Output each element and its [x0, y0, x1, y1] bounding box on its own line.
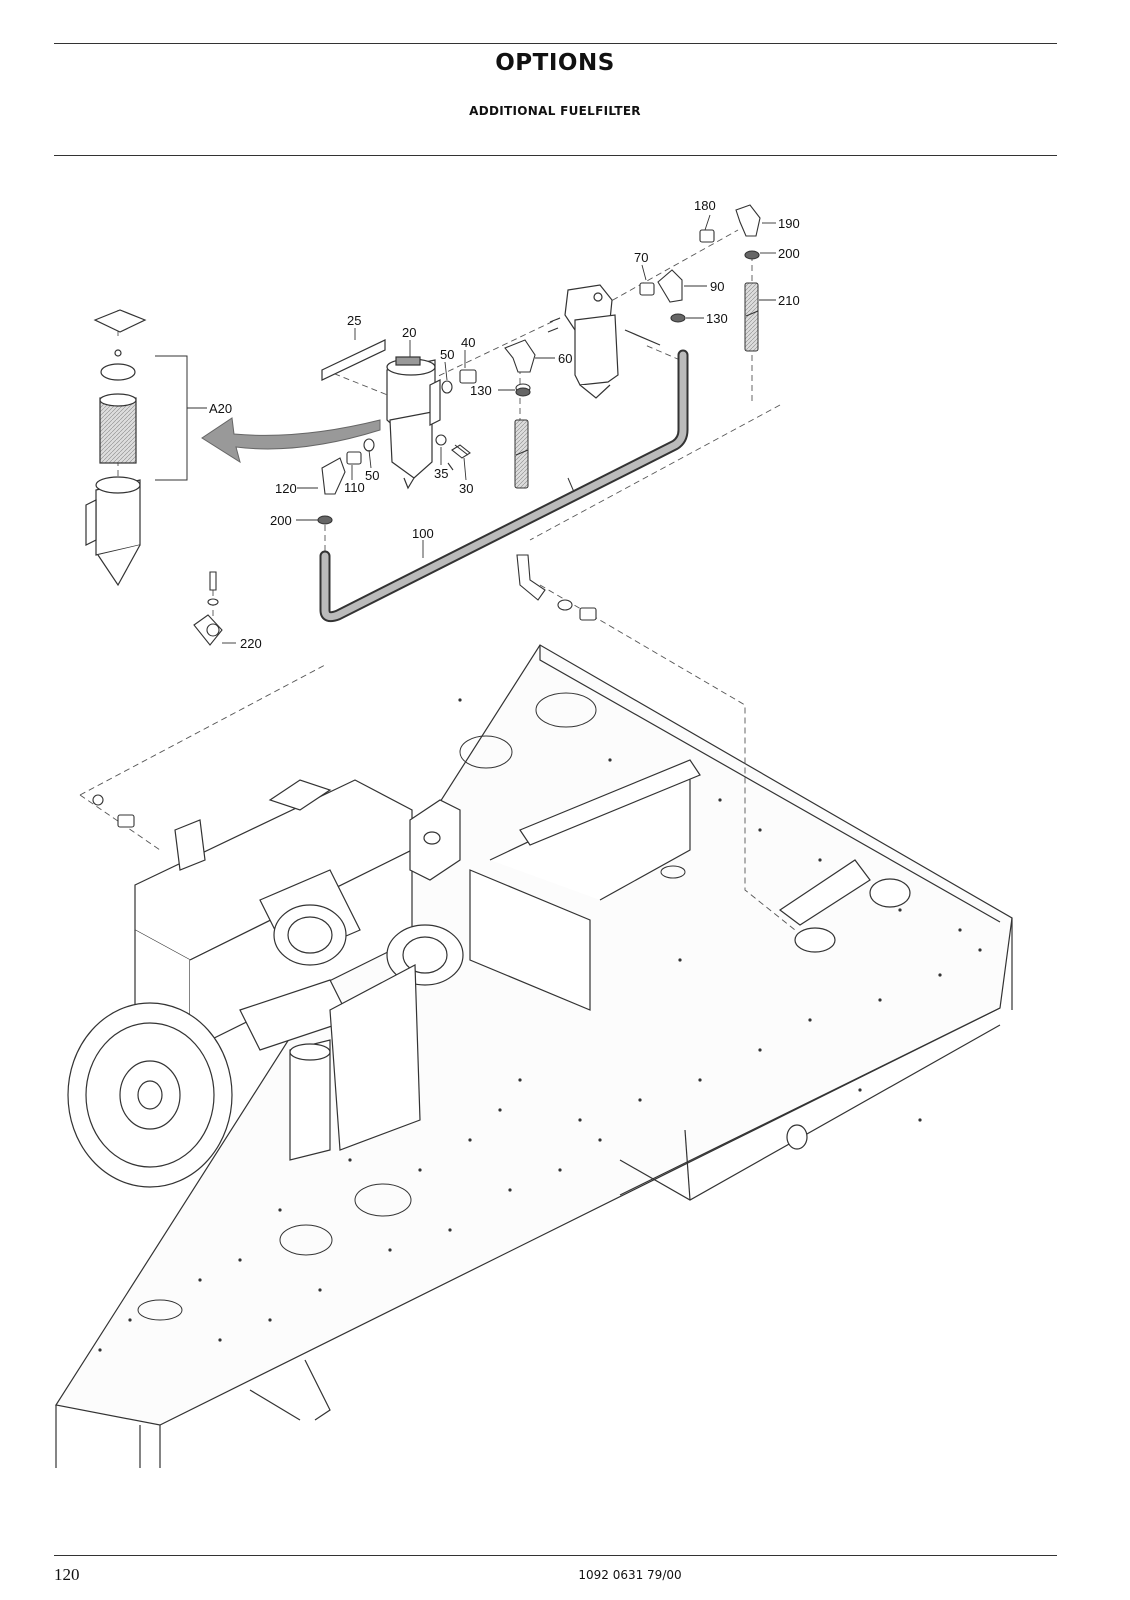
callout-70: 70: [634, 250, 648, 265]
callout-leaders: [187, 214, 776, 644]
chassis-frame: [55, 644, 1013, 1468]
callout-120: 120: [275, 481, 297, 496]
callout-180: 180: [694, 198, 716, 213]
callout-200-top: 200: [778, 246, 800, 261]
callout-20: 20: [402, 325, 416, 340]
footer-rule: [54, 1555, 1057, 1556]
pipe-segments: [514, 282, 759, 489]
fittings-and-clamps: [92, 204, 761, 828]
callout-90: 90: [710, 279, 724, 294]
callout-A20: A20: [209, 401, 232, 416]
fuel-tank-panels: [469, 759, 911, 1150]
callout-190: 190: [778, 216, 800, 231]
callout-labels: 180 190 200 70 90 210 130 25 20 40 50 60…: [209, 198, 800, 651]
fuel-hose-100: [319, 349, 689, 623]
callout-130-mid: 130: [470, 383, 492, 398]
callout-25: 25: [347, 313, 361, 328]
document-number: 1092 0631 79/00: [578, 1568, 682, 1582]
chassis-rivets: [98, 698, 982, 1352]
A20-bracket: [155, 355, 188, 481]
callout-130-right: 130: [706, 311, 728, 326]
callout-110: 110: [344, 480, 365, 495]
callout-210: 210: [778, 293, 800, 308]
engine: [67, 779, 464, 1188]
section-subtitle: ADDITIONAL FUELFILTER: [469, 104, 641, 118]
callout-50-bottom: 50: [365, 468, 379, 483]
page-title: OPTIONS: [495, 50, 615, 76]
callout-60: 60: [558, 351, 572, 366]
water-separator: [547, 284, 661, 399]
transfer-arrow: [201, 417, 381, 464]
chassis-holes: [137, 692, 686, 1321]
callout-220: 220: [240, 636, 262, 651]
element-kit-A20: [85, 309, 147, 587]
header-top-rule: [54, 43, 1057, 44]
callout-35: 35: [434, 466, 448, 481]
callout-30: 30: [459, 481, 473, 496]
page-number: 120: [54, 1565, 80, 1584]
callout-50-top: 50: [440, 347, 454, 362]
callout-100: 100: [412, 526, 434, 541]
callout-40: 40: [461, 335, 475, 350]
fuel-filter-assembly-20: [321, 339, 441, 490]
header-bottom-rule: [54, 155, 1057, 156]
callout-200-bottom: 200: [270, 513, 292, 528]
